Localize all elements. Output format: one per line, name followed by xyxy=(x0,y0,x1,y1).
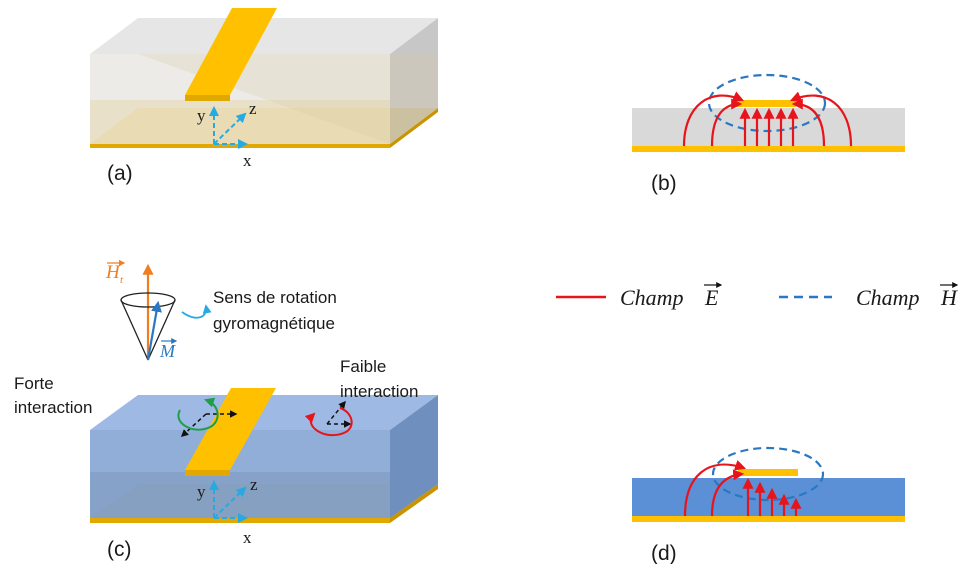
e-field-arc-inner-d xyxy=(710,469,745,517)
bias-field-subscript: t xyxy=(120,274,124,286)
weak-rotation-icon xyxy=(304,407,353,437)
h-field-loop-d xyxy=(711,446,825,502)
panel-c-substrate xyxy=(90,388,438,523)
panel-a-substrate xyxy=(90,8,438,148)
panel-label-c: (c) xyxy=(107,538,132,561)
axis-x-label-a: x xyxy=(243,151,252,170)
strong-interaction-line2: interaction xyxy=(14,398,92,417)
microstrip-a xyxy=(185,8,277,95)
microstrip-section-b xyxy=(736,100,796,107)
legend-e-symbol: E xyxy=(704,285,719,310)
magnetization-label: M xyxy=(159,338,178,361)
e-field-arc-inner-right-b xyxy=(791,98,826,147)
weak-interaction-line2: interaction xyxy=(340,382,418,401)
e-field-vertical-b xyxy=(739,107,799,146)
axis-z-label-c: z xyxy=(250,475,258,494)
axes-a: y z x xyxy=(197,99,257,170)
legend: Champ E Champ H xyxy=(556,282,959,310)
ground-plane-b xyxy=(632,146,905,152)
e-field-arc-outer-d xyxy=(683,460,747,517)
axes-c: y z x xyxy=(197,475,258,547)
h-field-loop-b xyxy=(707,73,827,133)
panel-label-d: (d) xyxy=(651,542,677,564)
legend-h-prefix: Champ xyxy=(856,285,920,310)
axis-y-label-a: y xyxy=(197,106,206,125)
axis-x-label-c: x xyxy=(243,528,252,547)
rotation-label-line2: gyromagnétique xyxy=(213,314,335,333)
axis-z-label-a: z xyxy=(249,99,257,118)
ferrite-section-d xyxy=(632,478,905,516)
weak-interaction-vectors xyxy=(304,400,353,437)
magnetization-cone xyxy=(120,263,212,361)
panel-label-a: (a) xyxy=(107,162,133,185)
e-field-arc-inner-left-b xyxy=(710,98,743,147)
strong-interaction-vectors xyxy=(177,397,238,438)
magnetization-arrow xyxy=(146,300,162,361)
strong-interaction-line1: Forte xyxy=(14,374,54,393)
axis-y-label-c: y xyxy=(197,482,206,501)
rotation-label-line1: Sens de rotation xyxy=(213,288,337,307)
microstrip-section-d xyxy=(738,469,798,476)
legend-e-prefix: Champ xyxy=(620,285,684,310)
e-field-vertical-d xyxy=(742,477,802,516)
strong-rotation-icon xyxy=(177,397,219,431)
panel-b-cross-section xyxy=(632,73,905,152)
panel-d-cross-section xyxy=(632,446,905,522)
weak-interaction-line1: Faible xyxy=(340,357,386,376)
microstrip-c xyxy=(185,388,276,470)
bias-field-label: H t xyxy=(105,259,126,286)
e-field-arc-outer-right-b xyxy=(789,91,853,147)
e-field-arc-outer-left-b xyxy=(682,91,745,147)
bias-field-symbol: H xyxy=(105,262,121,283)
ground-plane-d xyxy=(632,516,905,522)
gyro-rotation-icon xyxy=(181,304,212,319)
legend-h-symbol: H xyxy=(940,285,958,310)
magnetization-symbol: M xyxy=(159,341,176,361)
substrate-top-a xyxy=(90,18,438,54)
panel-label-b: (b) xyxy=(651,172,677,195)
